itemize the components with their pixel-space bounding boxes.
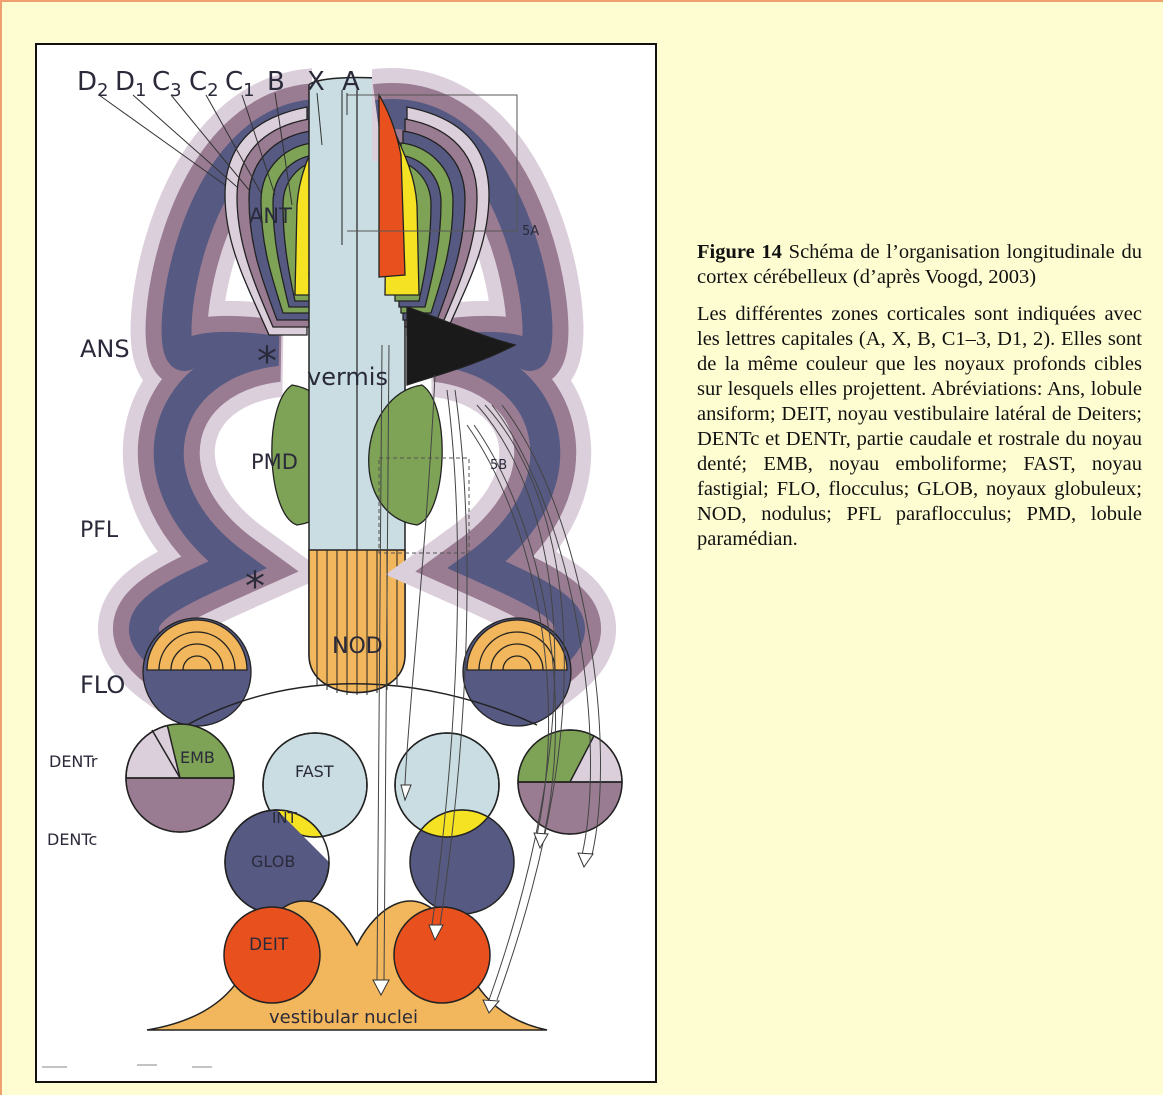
inset-label-5b: 5B bbox=[490, 458, 507, 473]
region-label-ans: ANS bbox=[80, 335, 130, 363]
zone-label-c2: C2 bbox=[189, 67, 219, 101]
region-label-flo: FLO bbox=[80, 671, 125, 699]
deit-nucleus-left bbox=[224, 907, 320, 1003]
dentate-nucleus-left bbox=[126, 724, 234, 838]
zone-label-a: A bbox=[342, 67, 360, 97]
nucleus-label-emb: EMB bbox=[180, 748, 215, 767]
figure-box: D2 D1 C3 C2 C1 B X A ANT 5A ANS * vermis… bbox=[35, 43, 657, 1083]
zone-label-c3: C3 bbox=[152, 67, 182, 101]
nucleus-label-dentr: DENTr bbox=[49, 752, 98, 771]
figure-caption: Figure 14 Schéma de l’organisation longi… bbox=[697, 240, 1142, 564]
cerebellum-diagram: D2 D1 C3 C2 C1 B X A ANT 5A ANS * vermis… bbox=[37, 45, 655, 1081]
nucleus-label-fast: FAST bbox=[295, 762, 334, 781]
zone-label-x: X bbox=[307, 67, 325, 97]
region-label-vermis: vermis bbox=[307, 363, 388, 391]
nucleus-label-glob: GLOB bbox=[251, 852, 295, 871]
region-label-ant: ANT bbox=[249, 204, 292, 228]
star-lower: * bbox=[245, 564, 265, 610]
region-label-nod: NOD bbox=[332, 634, 383, 659]
caption-title-paragraph: Figure 14 Schéma de l’organisation longi… bbox=[697, 240, 1142, 290]
nucleus-label-dentc: DENTc bbox=[47, 830, 97, 849]
figure-label: Figure 14 bbox=[697, 241, 782, 263]
zone-label-c1: C1 bbox=[225, 67, 255, 101]
inset-label-5a: 5A bbox=[522, 224, 539, 239]
left-flo-spiral bbox=[143, 618, 251, 726]
region-label-pmd: PMD bbox=[251, 450, 298, 474]
region-label-pfl: PFL bbox=[80, 518, 119, 543]
nucleus-label-deit: DEIT bbox=[249, 935, 289, 955]
star-upper: * bbox=[257, 339, 277, 385]
zone-label-d1: D1 bbox=[115, 67, 146, 101]
bottom-marks bbox=[42, 1065, 212, 1067]
deit-nucleus-right bbox=[394, 907, 490, 1003]
zone-label-d2: D2 bbox=[77, 67, 108, 101]
zone-label-b: B bbox=[267, 67, 285, 97]
nucleus-label-vestibular: vestibular nuclei bbox=[269, 1007, 418, 1028]
nucleus-label-int: INT bbox=[272, 809, 298, 827]
caption-body: Les différentes zones corticales sont in… bbox=[697, 302, 1142, 552]
